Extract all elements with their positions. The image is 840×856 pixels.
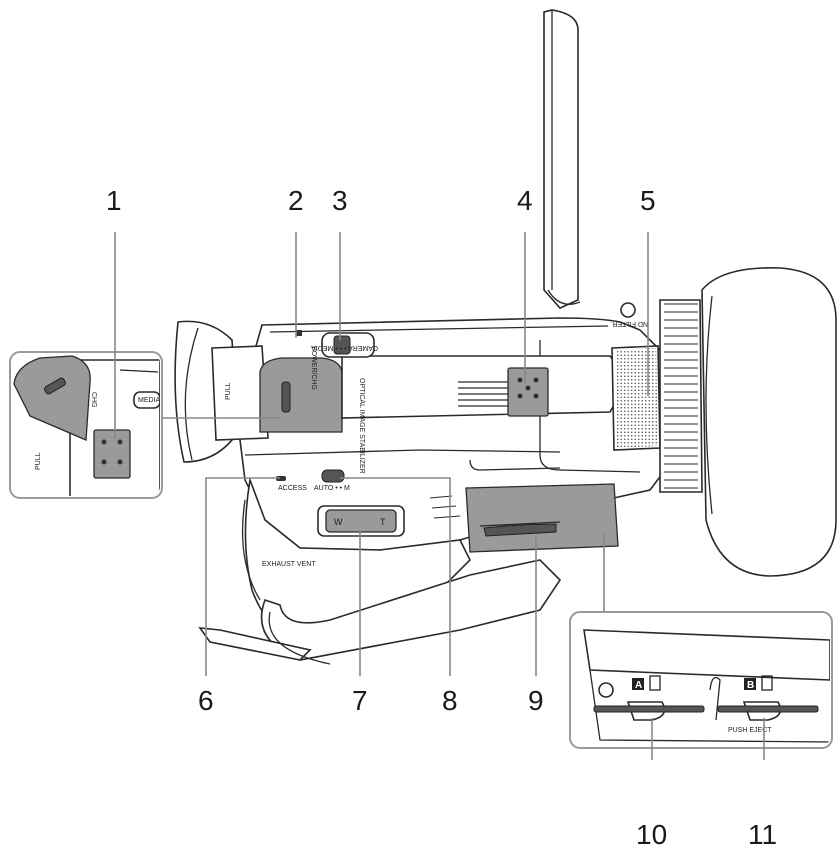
accessory-shoe-cover: PULL	[225, 357, 343, 433]
power-switch: CAMERA • • • MEDIA POWER/CHG	[296, 330, 378, 390]
slot-b-label: B	[747, 680, 754, 691]
zoom-w-label: W	[334, 517, 343, 527]
pull-label: PULL	[225, 382, 232, 400]
slot-a-label: A	[635, 680, 642, 691]
viewfinder	[174, 320, 269, 463]
callout-8: 8	[442, 685, 458, 716]
card-slot-cover	[465, 483, 619, 553]
callout-9: 9	[528, 685, 544, 716]
callout-11: 11	[748, 819, 777, 850]
microphone-grille	[611, 345, 661, 451]
callout-2: 2	[288, 185, 304, 216]
inset-media-label: MEDIA	[138, 397, 161, 404]
exhaust-vent-label: EXHAUST VENT	[262, 561, 316, 568]
zoom-t-label: T	[380, 517, 386, 527]
callout-10: 10	[636, 819, 667, 850]
auto-m-label: AUTO • • M	[314, 485, 350, 492]
mini-advanced-shoe	[507, 367, 549, 417]
access-label: ACCESS	[278, 485, 307, 492]
callout-lines	[114, 232, 765, 760]
inset-pull-label: PULL	[35, 452, 42, 470]
callout-numbers: 1 2 3 4 5 6 7 8 9 10 11	[106, 185, 777, 850]
inset-chg-label: CHG	[90, 392, 97, 408]
callout-6: 6	[198, 685, 214, 716]
callout-5: 5	[640, 185, 656, 216]
nd-filter-label: ND FILTER	[612, 320, 648, 327]
lens-hood: ND FILTER	[612, 267, 837, 577]
push-eject-label: PUSH EJECT	[728, 727, 772, 734]
callout-3: 3	[332, 185, 348, 216]
optical-stabilizer-label: OPTICAL IMAGE STABILIZER	[358, 378, 365, 474]
lcd-panel	[543, 9, 581, 309]
camera-off-media-label: CAMERA • • • MEDIA	[311, 344, 378, 351]
inset-shoe-detail: MEDIA CHG PULL	[9, 351, 163, 499]
callout-1: 1	[106, 185, 122, 216]
power-chg-label: POWER/CHG	[310, 346, 317, 390]
callout-4: 4	[517, 185, 533, 216]
callout-7: 7	[352, 685, 368, 716]
inset-card-slots: A B PUSH EJECT	[569, 611, 833, 749]
side-controls: ACCESS AUTO • • M W T	[276, 469, 461, 537]
